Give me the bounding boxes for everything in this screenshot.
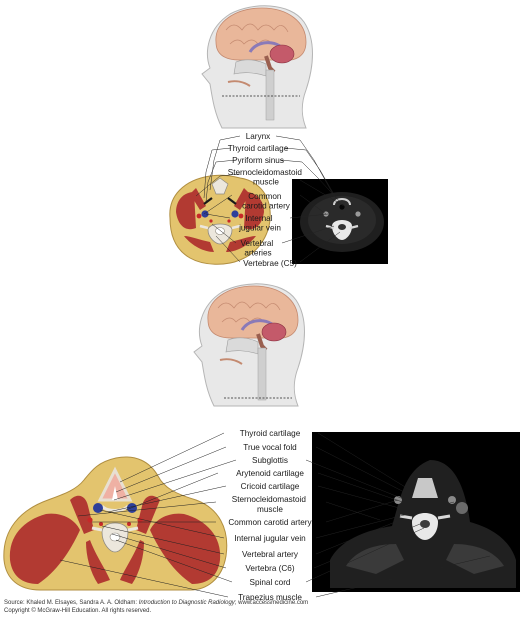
source-credit: Source: Khaled M. Elsayes, Sandra A. A. … <box>4 600 308 615</box>
lower-label-vertebral-artery: Vertebral artery <box>242 550 299 559</box>
lower-label-internal-jugular: Internal jugular vein <box>234 534 306 543</box>
lower-label-trapezius: Trapezius muscle <box>238 593 302 602</box>
lower-labels: Thyroid cartilage True vocal fold Subglo… <box>228 429 312 602</box>
source-prefix: Source: Khaled M. Elsayes, Sandra A. A. … <box>4 600 139 606</box>
upper-label-thyroid-cartilage: Thyroid cartilage <box>228 144 289 153</box>
lower-label-common-carotid: Common carotid artery <box>228 518 312 527</box>
upper-label-vertebrae-c5: Vertebrae (C5) <box>243 259 297 268</box>
lower-leader-lines <box>59 432 491 598</box>
lower-label-sternocleidomastoid: Sternocleidomastoid muscle <box>232 495 308 514</box>
source-suffix: ; www.accessmedicine.com <box>234 600 309 606</box>
lower-label-subglottis: Subglottis <box>252 456 288 465</box>
source-book-title: Introduction to Diagnostic Radiology <box>138 600 235 606</box>
upper-label-sternocleidomastoid: Sternocleidomastoid muscle <box>228 168 304 187</box>
lower-label-arytenoid-cartilage: Arytenoid cartilage <box>236 469 304 478</box>
upper-ct-scan-image <box>292 179 388 264</box>
lower-label-spinal-cord: Spinal cord <box>250 578 291 587</box>
lower-label-thyroid-cartilage: Thyroid cartilage <box>240 429 301 438</box>
lower-label-vertebra-c6: Vertebra (C6) <box>245 564 294 573</box>
upper-labels: Larynx Thyroid cartilage Pyriform sinus … <box>228 132 304 268</box>
upper-head-sagittal-illustration <box>201 5 313 129</box>
upper-axial-section-illustration <box>169 174 271 265</box>
lower-head-sagittal-illustration <box>193 283 305 407</box>
upper-label-common-carotid: Common carotid artery <box>242 192 291 211</box>
source-line: Source: Khaled M. Elsayes, Sandra A. A. … <box>4 600 308 608</box>
lower-axial-section-illustration <box>3 456 228 591</box>
upper-label-pyriform-sinus: Pyriform sinus <box>232 156 284 165</box>
lower-label-cricoid-cartilage: Cricoid cartilage <box>241 482 300 491</box>
upper-label-vertebral-arteries: Vertebral arteries <box>240 239 275 258</box>
lower-label-true-vocal-fold: True vocal fold <box>243 443 297 452</box>
upper-leader-lines <box>195 135 345 263</box>
copyright-line: Copyright © McGraw-Hill Education. All r… <box>4 607 152 614</box>
upper-label-internal-jugular: Internal jugular vein <box>238 214 281 233</box>
upper-label-larynx: Larynx <box>246 132 271 141</box>
